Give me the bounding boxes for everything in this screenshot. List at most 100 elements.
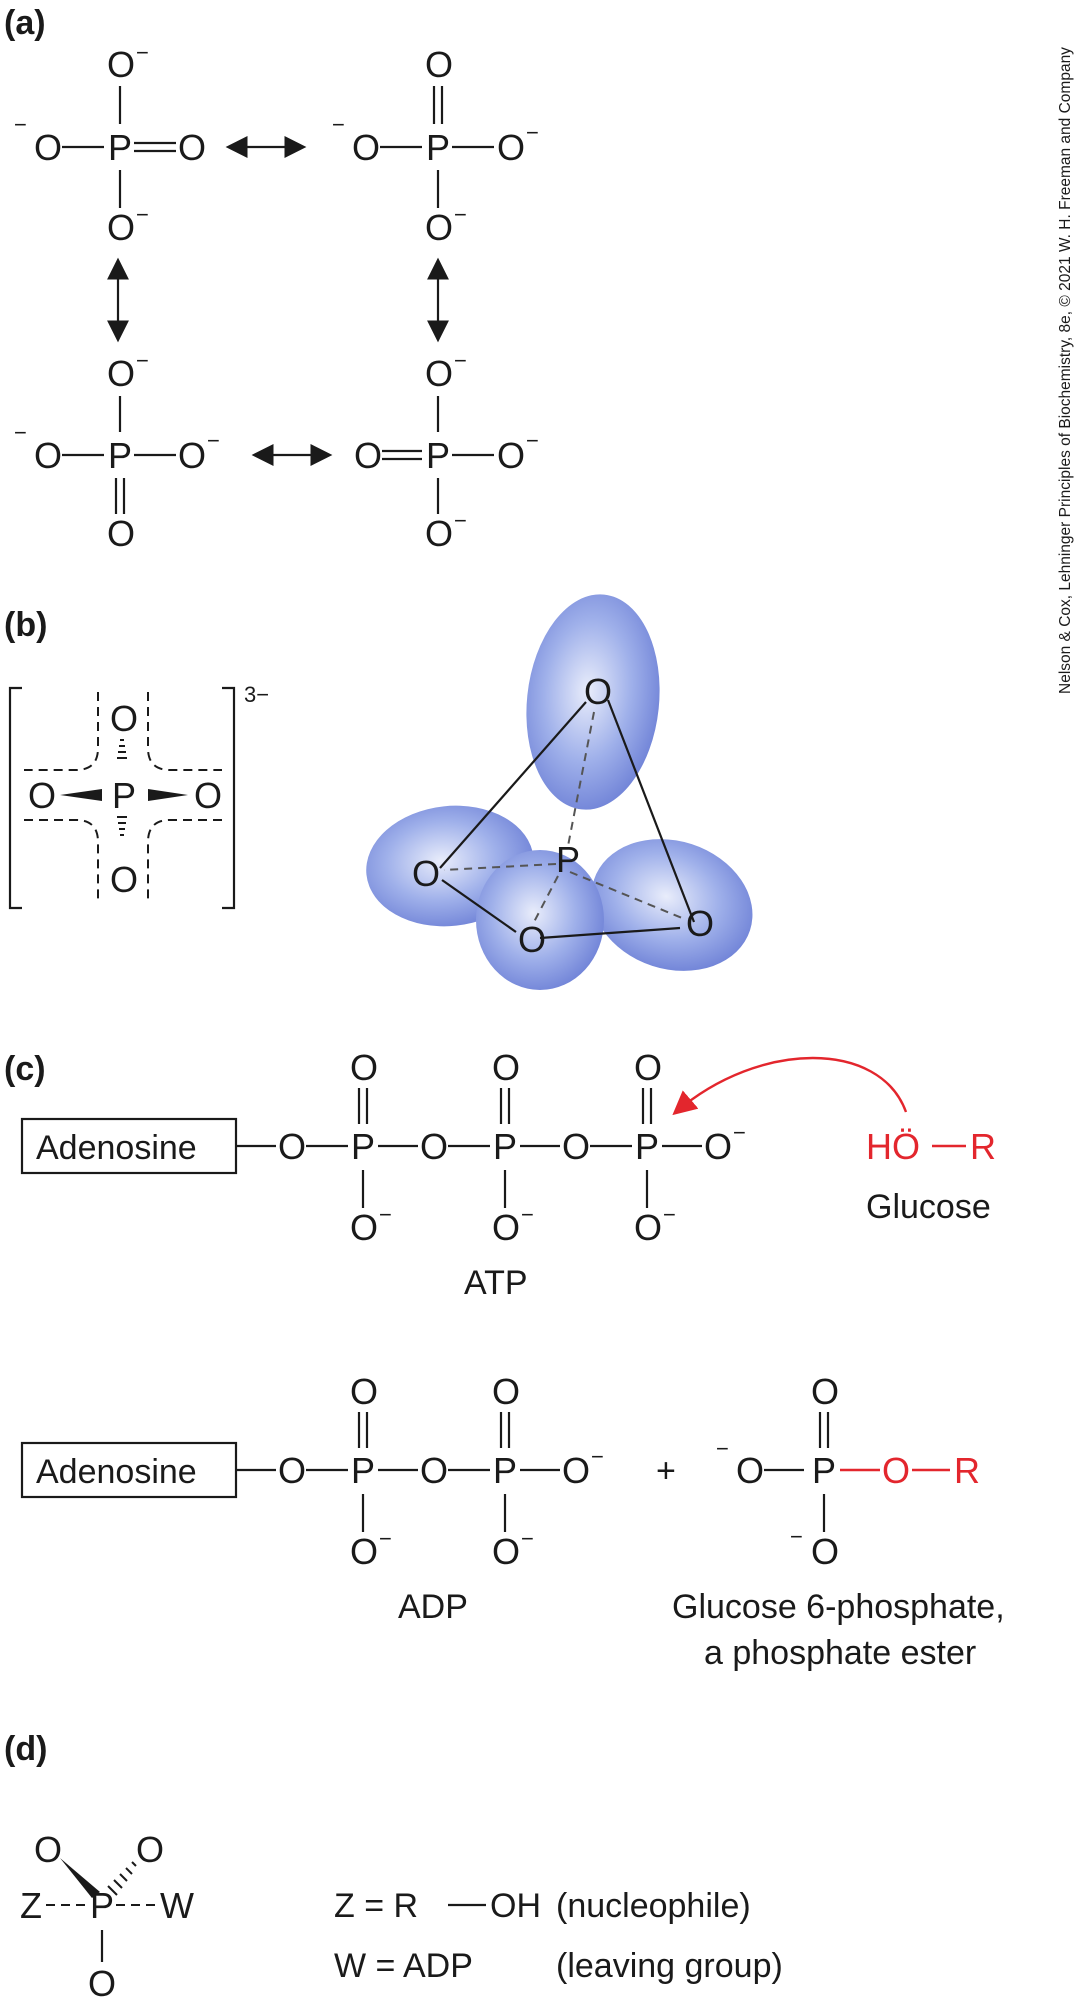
- ion-charge: 3−: [244, 682, 269, 707]
- w-role: (leaving group): [556, 1947, 783, 1985]
- oxygen-atom: O: [420, 1126, 448, 1167]
- oxygen-atom: O: [110, 859, 138, 900]
- oxygen-atom: O: [420, 1450, 448, 1491]
- charge-sign: −: [790, 1524, 803, 1549]
- oxygen-atom: O: [194, 775, 222, 816]
- charge-sign: −: [521, 1526, 534, 1551]
- r-group: R: [954, 1450, 980, 1491]
- oxygen-atom: O: [412, 853, 440, 894]
- hydroxyl-group: HÖ: [866, 1126, 920, 1167]
- oxygen-atom: O: [562, 1126, 590, 1167]
- charge-sign: −: [663, 1202, 676, 1227]
- resonance-structure-1: O − − O P O O −: [14, 40, 206, 248]
- oxygen-atom: O: [350, 1207, 378, 1248]
- oxygen-atom: O: [811, 1531, 839, 1572]
- bracketed-phosphate-ion: 3− O O P O O: [8, 682, 269, 910]
- phosphorus-atom: P: [90, 1885, 114, 1926]
- nucleophilic-attack-arrow: [672, 1056, 908, 1116]
- charge-sign: −: [454, 508, 467, 533]
- oxygen-atom: O: [634, 1047, 662, 1088]
- oxygen-atom: O: [350, 1371, 378, 1412]
- oxygen-atom: O: [34, 1829, 62, 1870]
- oxygen-atom: O: [425, 513, 453, 554]
- phosphorus-atom: P: [426, 127, 450, 168]
- oxygen-atom: O: [492, 1047, 520, 1088]
- resonance-structure-2: O − O P O − O −: [332, 44, 539, 248]
- oxygen-atom: O: [584, 671, 612, 712]
- oxygen-atom: O: [425, 207, 453, 248]
- adenosine-label: Adenosine: [36, 1129, 197, 1167]
- oxygen-atom: O: [686, 903, 714, 944]
- charge-sign: −: [136, 348, 149, 373]
- z-definition: Z = R: [334, 1887, 418, 1925]
- oxygen-atom: O: [350, 1531, 378, 1572]
- tetrahedral-orbital-model: O P O O O: [366, 594, 753, 990]
- oxygen-atom: O: [278, 1450, 306, 1491]
- oxygen-atom: O: [425, 353, 453, 394]
- phosphorus-atom: P: [635, 1126, 659, 1167]
- charge-sign: −: [716, 1436, 729, 1461]
- oxygen-atom: O: [497, 435, 525, 476]
- z-group: Z: [20, 1885, 42, 1926]
- panel-label-c: (c): [4, 1050, 46, 1088]
- charge-sign: −: [526, 428, 539, 453]
- oxygen-atom: O: [107, 44, 135, 85]
- charge-sign: −: [454, 348, 467, 373]
- oxygen-atom: O: [352, 127, 380, 168]
- phosphorus-atom: P: [493, 1126, 517, 1167]
- oxygen-atom: O: [562, 1450, 590, 1491]
- charge-sign: −: [136, 40, 149, 65]
- oxygen-atom: O: [28, 775, 56, 816]
- product-label-line1: Glucose 6-phosphate,: [672, 1588, 1005, 1626]
- oxygen-atom: O: [34, 435, 62, 476]
- oxygen-atom: O: [278, 1126, 306, 1167]
- charge-sign: −: [526, 120, 539, 145]
- oxygen-atom: O: [107, 353, 135, 394]
- oxygen-atom: O: [110, 698, 138, 739]
- z-role: (nucleophile): [556, 1887, 751, 1925]
- oxygen-atom: O: [354, 435, 382, 476]
- phosphorus-atom: P: [812, 1450, 836, 1491]
- oxygen-atom: O: [178, 127, 206, 168]
- product-label-line2: a phosphate ester: [704, 1634, 976, 1672]
- w-group: W: [160, 1885, 194, 1926]
- oxygen-atom: O: [350, 1047, 378, 1088]
- oxygen-atom: O: [518, 919, 546, 960]
- charge-sign: −: [332, 112, 345, 137]
- charge-sign: −: [14, 420, 27, 445]
- charge-sign: −: [379, 1526, 392, 1551]
- credit-line: Nelson & Cox, Lehninger Principles of Bi…: [1057, 47, 1074, 694]
- w-definition: W = ADP: [334, 1947, 473, 1985]
- ester-oxygen: O: [882, 1450, 910, 1491]
- adp-molecule: Adenosine O O P O − O O P O − O − ADP: [20, 1371, 604, 1626]
- charge-sign: −: [733, 1120, 746, 1145]
- charge-sign: −: [14, 112, 27, 137]
- phosphorus-atom: P: [108, 127, 132, 168]
- panel-label-a: (a): [4, 4, 46, 42]
- panel-label-d: (d): [4, 1730, 47, 1768]
- resonance-structure-3: O − − O P O − O: [14, 348, 220, 554]
- charge-sign: −: [379, 1202, 392, 1227]
- oxygen-atom: O: [736, 1450, 764, 1491]
- charge-sign: −: [454, 202, 467, 227]
- oxygen-atom: O: [178, 435, 206, 476]
- charge-sign: −: [591, 1444, 604, 1469]
- trigonal-bipyramidal-transition-state: O O Z P W O: [20, 1829, 194, 2000]
- charge-sign: −: [207, 428, 220, 453]
- glucose-label: Glucose: [866, 1188, 991, 1226]
- phosphorus-atom: P: [351, 1450, 375, 1491]
- charge-sign: −: [136, 202, 149, 227]
- z-oh: OH: [490, 1887, 541, 1925]
- legend-d: Z = R OH (nucleophile) W = ADP (leaving …: [334, 1887, 783, 1985]
- phosphorus-atom: P: [556, 839, 580, 880]
- phosphorus-atom: P: [108, 435, 132, 476]
- oxygen-atom: O: [425, 44, 453, 85]
- oxygen-atom: O: [492, 1531, 520, 1572]
- phosphorus-atom: P: [426, 435, 450, 476]
- charge-sign: −: [521, 1202, 534, 1227]
- phosphorus-atom: P: [351, 1126, 375, 1167]
- glucose-nucleophile: HÖ R Glucose: [866, 1126, 996, 1226]
- phosphorus-atom: P: [112, 775, 136, 816]
- oxygen-atom: O: [34, 127, 62, 168]
